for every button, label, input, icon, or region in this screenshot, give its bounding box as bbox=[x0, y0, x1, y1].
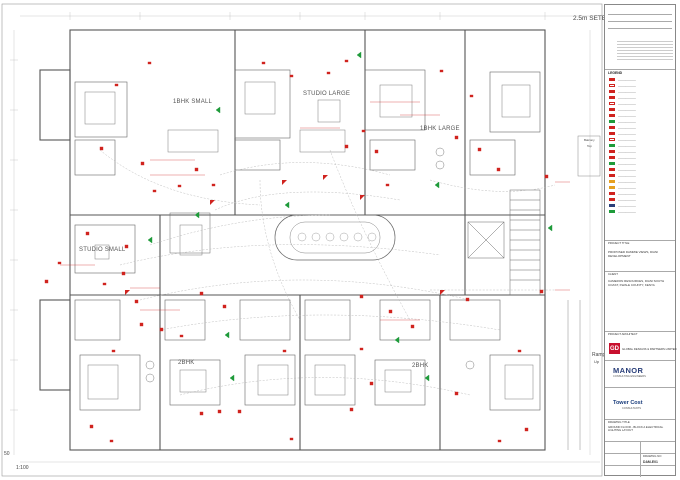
legend-item: ───────── bbox=[609, 101, 673, 106]
project-title-label: PROJECT TITLE bbox=[608, 241, 630, 245]
room-label-1bhk-large: 1BHK LARGE bbox=[420, 126, 460, 132]
red-leaders bbox=[60, 101, 570, 321]
room-label-studio-small: STUDIO SMALL bbox=[79, 247, 126, 253]
scale-label: 1:100 bbox=[16, 465, 29, 471]
legend-item: ───────── bbox=[609, 197, 673, 202]
courtyard bbox=[274, 214, 396, 261]
legend-item: ───────── bbox=[609, 113, 673, 118]
legend-item: ───────── bbox=[609, 185, 673, 190]
client-label: CLIENT bbox=[608, 272, 618, 276]
ramp-up-label: Up bbox=[594, 359, 600, 364]
building-walls bbox=[39, 29, 546, 451]
legend-item: ───────── bbox=[609, 131, 673, 136]
legend-item: ───────── bbox=[609, 191, 673, 196]
legend-item: ───────── bbox=[609, 107, 673, 112]
architect-label: PROJECT ARCHITECT bbox=[608, 332, 638, 336]
drawing-no: DAM-E01 bbox=[643, 460, 658, 464]
client-name: CAMERON RESOURCES, DIANI SOUTH COAST, KW… bbox=[608, 279, 665, 287]
legend-item: ───────── bbox=[609, 119, 673, 124]
room-label-studio-large: STUDIO LARGE bbox=[303, 91, 351, 97]
stair-core bbox=[169, 189, 541, 296]
circuit-runs bbox=[99, 149, 556, 396]
legend-item: ───────── bbox=[609, 143, 673, 148]
legend-item: ───────── bbox=[609, 203, 673, 208]
legend-item: ───────── bbox=[609, 173, 673, 178]
drawing-title: GROUND FLOOR - BLOCK A ELECTRICAL LIGHTI… bbox=[608, 425, 664, 433]
legend-item: ───────── bbox=[609, 155, 673, 160]
room-label-2bhk-right: 2BHK bbox=[412, 363, 429, 369]
legend-item: ───────── bbox=[609, 167, 673, 172]
grid-ticks-top bbox=[69, 12, 546, 20]
notes-block bbox=[617, 39, 673, 67]
legend-item: ───────── bbox=[609, 161, 673, 166]
legend-item: ───────── bbox=[609, 77, 673, 82]
sheet-frame bbox=[1, 3, 603, 477]
furniture bbox=[84, 81, 534, 400]
legend: ───────── ───────── ───────── ───────── … bbox=[605, 77, 675, 217]
title-block-header bbox=[608, 8, 672, 32]
ramp-label: Ramp bbox=[592, 352, 606, 358]
drawing-title-label: DRAWING TITLE bbox=[608, 420, 630, 424]
room-label-1bhk-small: 1BHK SMALL bbox=[173, 99, 213, 105]
project-title: PROPOSED DAMMIE VIEWS, DIANI DEVELOPMENT bbox=[608, 250, 659, 258]
legend-item: ───────── bbox=[609, 89, 673, 94]
legend-title: LEGEND bbox=[608, 71, 623, 75]
legend-item: ───────── bbox=[609, 209, 673, 214]
legend-item: ───────── bbox=[609, 83, 673, 88]
scale-bottom-left: 50 bbox=[4, 451, 10, 457]
drawing-no-label: DRAWING NO bbox=[643, 454, 662, 458]
grid-ticks-left bbox=[10, 59, 18, 411]
balcony-label: Balcony bbox=[584, 138, 595, 142]
gd-logo-text: GLOBAL DESIGNS & PARTNERS LIMITED bbox=[622, 347, 677, 351]
ramp bbox=[567, 135, 601, 450]
balcony-top-label: Top bbox=[587, 144, 592, 148]
legend-item: ───────── bbox=[609, 149, 673, 154]
setback-label: 2.5m SETBA bbox=[573, 15, 611, 22]
legend-item: ───────── bbox=[609, 95, 673, 100]
room-label-2bhk-left: 2BHK bbox=[178, 360, 195, 366]
db-markers bbox=[125, 175, 445, 295]
manor-logo-sub: CONSULTING ENGINEERS bbox=[613, 375, 646, 378]
legend-item: ───────── bbox=[609, 179, 673, 184]
gd-logo: GD bbox=[609, 343, 620, 354]
courtyard-planters bbox=[297, 232, 377, 242]
red-fixtures bbox=[44, 59, 549, 443]
manor-logo: MANOR bbox=[613, 366, 644, 375]
tower-cost-sub: CONSULTANTS bbox=[622, 407, 641, 410]
tower-cost-logo: Tower Cost bbox=[613, 400, 643, 406]
title-block: LEGEND ───────── ───────── ───────── ───… bbox=[604, 4, 677, 477]
legend-item: ───────── bbox=[609, 137, 673, 142]
internal-partitions bbox=[74, 69, 541, 411]
title-block-grid bbox=[605, 441, 675, 477]
green-fixtures bbox=[147, 51, 553, 382]
legend-item: ───────── bbox=[609, 125, 673, 130]
